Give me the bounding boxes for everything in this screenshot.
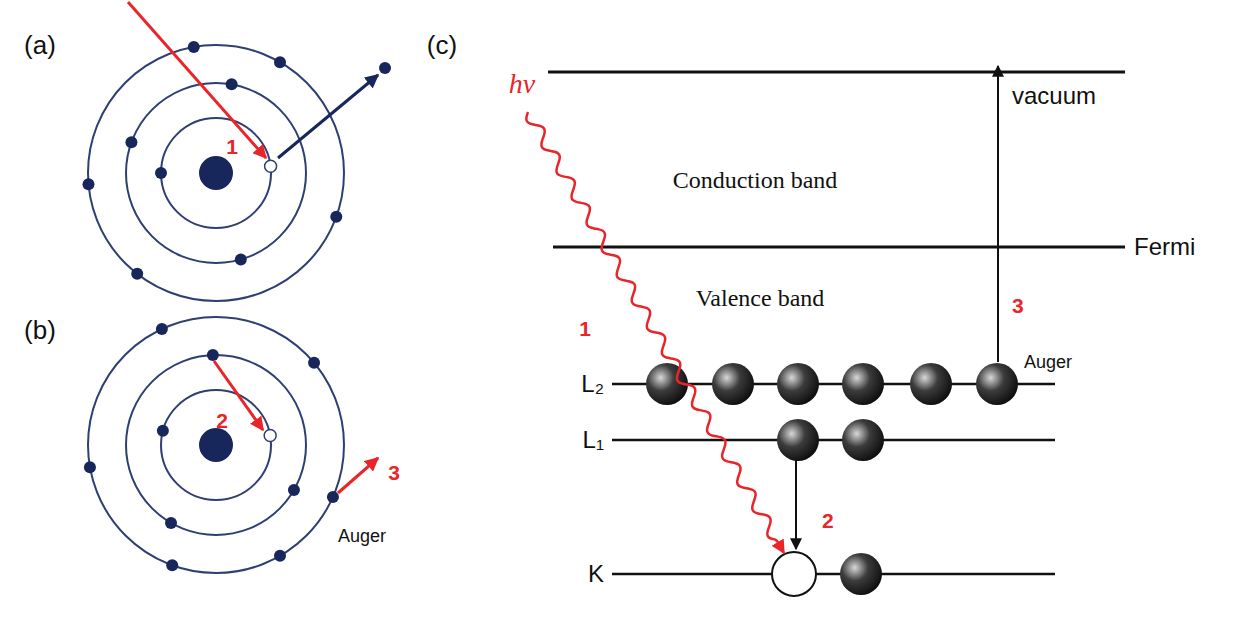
band-label: Valence band [696,286,825,310]
electron-shell [88,317,344,573]
electron [82,178,94,190]
electron [235,254,247,266]
electron [156,323,168,335]
electron [188,41,200,53]
relaxation-arrow [214,361,263,430]
vacuum-level [548,71,1125,74]
photoelectron-arrow [278,75,378,158]
auger-emission-arrow [997,66,999,362]
panel-label: (a) [24,32,56,58]
panel-label: (b) [24,317,56,343]
electron [327,491,339,503]
callout-number: 3 [388,462,400,483]
level-label: L₁ [583,428,604,452]
electron [308,357,320,369]
electron [226,78,238,90]
process-label: Auger [1024,353,1072,371]
incident-arrow [128,2,266,158]
electron-shell [126,355,306,535]
electron-ball [910,363,952,405]
electron [155,167,167,179]
core-hole [772,552,816,596]
nucleus [199,156,233,190]
electron [84,461,96,473]
k-level [612,573,1055,576]
level-label: vacuum [1012,84,1096,108]
electron-hole [265,160,277,172]
electron [165,517,177,529]
electron-shell [126,83,306,263]
nucleus [199,428,233,462]
fermi-level [553,246,1125,249]
ejected-electron [379,62,391,74]
electron [288,484,300,496]
callout-number: 1 [579,318,591,339]
electron-shell [88,45,344,301]
callout-number: 2 [216,410,228,431]
electron [157,425,169,437]
level-label: K [588,562,604,586]
panel-label: (c) [427,32,457,58]
electron-ball [842,419,884,461]
electron [274,56,286,68]
level-label: Fermi [1134,235,1195,259]
photon-label: hv [509,70,535,98]
electron [131,268,143,280]
transition-arrow [795,460,797,549]
electron-ball [840,553,882,595]
electron-ball [842,363,884,405]
electron [330,211,342,223]
electron-ball [712,363,754,405]
callout-number: 1 [226,136,238,157]
electron [207,349,219,361]
callout-number: 2 [822,510,834,531]
electron-shell [161,118,271,228]
auger-arrow [338,458,378,493]
electron-hole [264,429,276,441]
electron-ball [976,363,1018,405]
process-label: Auger [338,527,386,545]
electron [274,550,286,562]
electron [166,559,178,571]
level-label: L₂ [581,372,604,396]
electron-ball [777,363,819,405]
electron-ball [777,419,819,461]
callout-number: 3 [1012,295,1024,316]
l1-level [612,439,1055,442]
electron-shell [161,390,271,500]
electron [125,136,137,148]
band-label: Conduction band [673,168,838,192]
